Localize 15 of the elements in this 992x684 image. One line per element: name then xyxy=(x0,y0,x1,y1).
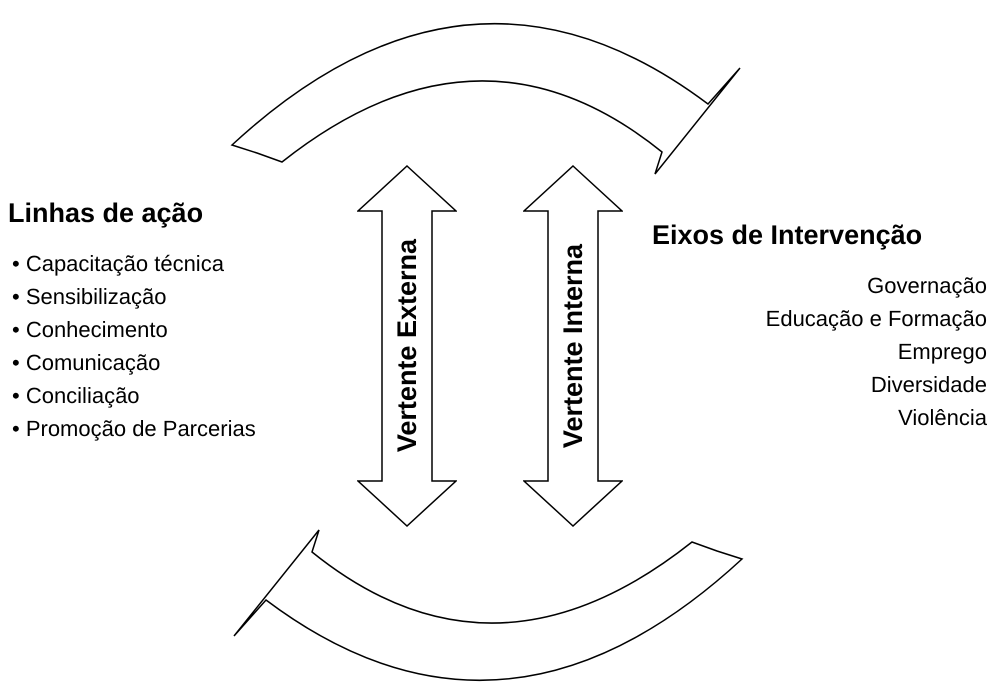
list-item: • Capacitação técnica xyxy=(12,250,225,278)
list-item: • Sensibilização xyxy=(12,283,168,311)
list-item: Emprego xyxy=(898,339,987,364)
list-item: • Conciliação xyxy=(12,382,141,410)
list-item: • Comunicação xyxy=(12,349,162,377)
list-item: Educação e Formação xyxy=(766,306,987,331)
list-item: Governação xyxy=(867,273,987,298)
section-heading: Linhas de ação xyxy=(8,198,204,229)
list-item: Diversidade xyxy=(870,372,987,397)
section-heading: Eixos de Intervenção xyxy=(652,220,922,251)
list-item: • Conhecimento xyxy=(12,316,169,344)
arrow-label: Vertente Interna xyxy=(558,244,588,448)
list-item: Violência xyxy=(898,405,987,430)
list-item: • Promoção de Parcerias xyxy=(12,415,257,443)
arrow-label: Vertente Externa xyxy=(392,239,422,453)
